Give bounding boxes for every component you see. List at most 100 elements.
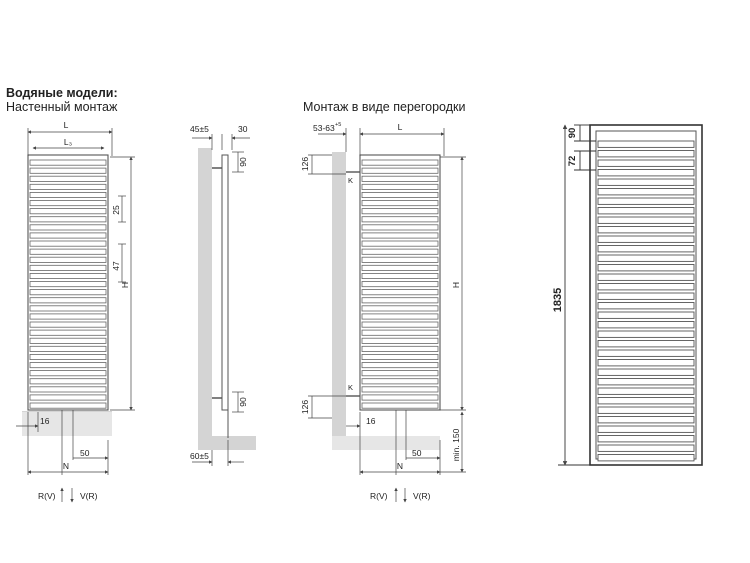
radiator-bar <box>597 188 695 196</box>
radiator-bar <box>29 378 107 385</box>
radiator-bar <box>29 353 107 360</box>
radiator-bar <box>29 159 107 166</box>
radiator-bar <box>597 140 695 148</box>
radiator-bar <box>29 200 107 207</box>
marker-K-top: K <box>348 176 353 185</box>
radiator-bar <box>597 169 695 177</box>
flow-return-label: R(V) <box>38 491 56 501</box>
radiator-bar <box>597 159 695 167</box>
floor-band <box>22 412 112 436</box>
side-view: 45±5 30 90 90 60±5 <box>190 124 256 466</box>
radiator-bar <box>29 337 107 344</box>
floor-band <box>332 436 440 450</box>
radiator-bar <box>361 402 439 409</box>
radiator-bar <box>361 386 439 393</box>
marker-K-bottom: K <box>348 383 353 392</box>
radiator-bar <box>597 349 695 357</box>
dim-H-label: H <box>451 282 461 288</box>
radiator-bar <box>597 178 695 186</box>
radiator-bar <box>361 208 439 215</box>
radiator-frame <box>27 154 109 411</box>
floor <box>198 436 256 450</box>
dim-47-label: 47 <box>111 261 121 271</box>
radiator-bars <box>29 159 107 409</box>
dim-90-label: 90 <box>567 128 578 139</box>
radiator-bar <box>361 378 439 385</box>
partition-mount-label: Монтаж в виде перегородки <box>303 100 466 114</box>
radiator-bar <box>29 240 107 247</box>
dim-16-label: 16 <box>40 416 50 426</box>
radiator-bar <box>361 264 439 271</box>
radiator-bar <box>361 240 439 247</box>
wall-mount-label: Настенный монтаж <box>6 100 118 114</box>
radiator-bar <box>597 368 695 376</box>
radiator-bar <box>597 197 695 205</box>
radiator-profile <box>221 154 229 411</box>
radiator-bar <box>361 272 439 279</box>
radiator-bar <box>361 224 439 231</box>
dim-126-bottom-label: 126 <box>300 400 310 414</box>
wall-mount-front-view: L L₃ 25 47 H 16 50 N R(V) V(R) <box>16 120 135 503</box>
radiator-bar <box>597 359 695 367</box>
radiator-bar <box>361 167 439 174</box>
radiator-bar <box>29 264 107 271</box>
radiator-bar <box>29 345 107 352</box>
section-title: Водяные модели: <box>6 86 118 100</box>
radiator-bar <box>361 362 439 369</box>
radiator-bar <box>29 394 107 401</box>
radiator-bar <box>597 302 695 310</box>
radiator-bar <box>597 207 695 215</box>
radiator-bar <box>361 289 439 296</box>
radiator-bar <box>361 329 439 336</box>
dim-N-label: N <box>397 461 403 471</box>
radiator-bar <box>361 394 439 401</box>
radiator-bar <box>29 216 107 223</box>
radiator-bar <box>29 289 107 296</box>
dim-16-label: 16 <box>366 416 376 426</box>
radiator-bar <box>361 313 439 320</box>
radiator-bars <box>597 140 695 462</box>
dim-min150-label: min. 150 <box>451 428 461 461</box>
dim-50-label: 50 <box>412 448 422 458</box>
radiator-bar <box>29 208 107 215</box>
radiator-bar <box>361 281 439 288</box>
radiator-bar <box>361 337 439 344</box>
radiator-bar <box>29 175 107 182</box>
dim-25-label: 25 <box>111 205 121 215</box>
radiator-bar <box>361 191 439 198</box>
radiator-bar <box>597 406 695 414</box>
dim-offset-label: 53-63 <box>313 123 335 133</box>
radiator-bar <box>597 321 695 329</box>
radiator-bar <box>361 175 439 182</box>
radiator-bars <box>361 159 439 409</box>
radiator-bar <box>29 386 107 393</box>
dim-L-label: L <box>64 120 69 130</box>
radiator-bar <box>361 305 439 312</box>
radiator-bar <box>361 321 439 328</box>
radiator-bar <box>597 216 695 224</box>
dim-60-label: 60±5 <box>190 451 209 461</box>
radiator-bar <box>29 281 107 288</box>
dim-45-label: 45±5 <box>190 124 209 134</box>
radiator-bar <box>361 256 439 263</box>
radiator-bar <box>597 283 695 291</box>
radiator-bar <box>597 150 695 158</box>
radiator-bar <box>29 402 107 409</box>
radiator-bar <box>361 353 439 360</box>
flow-supply-label: V(R) <box>413 491 431 501</box>
radiator-bar <box>29 232 107 239</box>
dim-H-label: H <box>120 282 130 288</box>
radiator-bar <box>597 273 695 281</box>
radiator-bar <box>29 224 107 231</box>
dim-50-label: 50 <box>80 448 90 458</box>
radiator-bar <box>29 362 107 369</box>
radiator-bar <box>597 235 695 243</box>
radiator-bar <box>597 311 695 319</box>
radiator-bar <box>597 245 695 253</box>
radiator-bar <box>29 183 107 190</box>
radiator-bar <box>597 435 695 443</box>
radiator-bar <box>361 345 439 352</box>
radiator-bar <box>29 329 107 336</box>
radiator-bar <box>29 248 107 255</box>
